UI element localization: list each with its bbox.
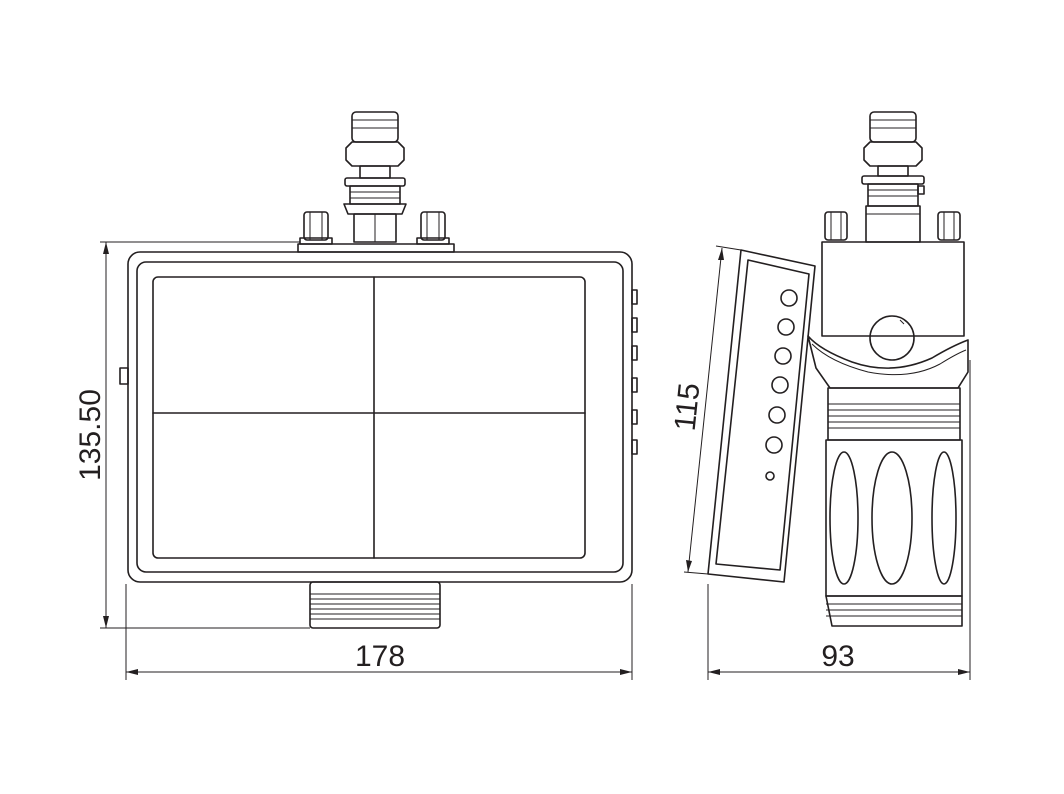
front-side-buttons: [631, 289, 638, 455]
dimension-side-width: 93: [707, 360, 971, 680]
side-view: [707, 111, 969, 627]
front-monitor-bezel: [136, 261, 624, 573]
front-monitor-body: [127, 251, 633, 583]
front-top-mount-plate: [297, 243, 455, 253]
side-top-connector: [861, 111, 925, 243]
dimension-side-screen: 115: [669, 245, 742, 575]
dim-label-side-width: 93: [821, 640, 854, 673]
side-tilted-monitor: [707, 249, 816, 583]
dim-label-width: 178: [355, 640, 405, 673]
side-grip-body: [807, 241, 969, 627]
dimension-front-width: 178: [125, 584, 633, 680]
side-bolt-left: [824, 211, 848, 241]
dim-label-height: 135.50: [74, 389, 107, 481]
front-left-tab: [119, 367, 129, 385]
front-bottom-battery-plate: [309, 581, 441, 629]
dim-label-screen: 115: [669, 381, 707, 432]
front-top-connector: [343, 111, 407, 243]
side-knob: [869, 315, 915, 361]
side-bolt-right: [937, 211, 961, 241]
front-bolt-right: [416, 211, 450, 245]
front-view: [119, 111, 638, 629]
dimension-front-height: 135.50: [74, 241, 310, 629]
front-screen: [152, 276, 586, 559]
front-bolt-left: [299, 211, 333, 245]
